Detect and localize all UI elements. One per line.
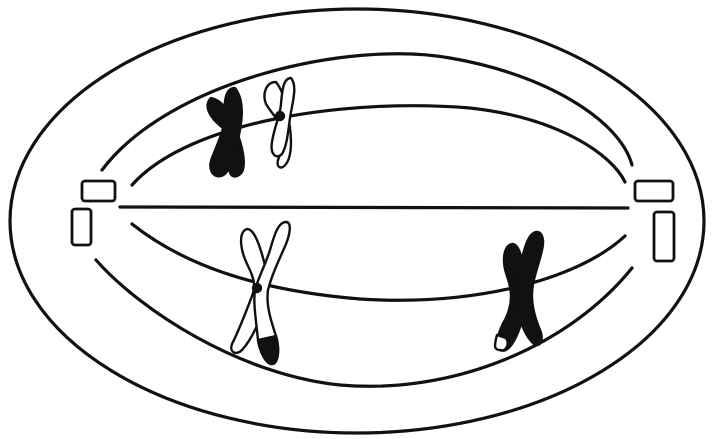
centriole-right-vertical bbox=[654, 212, 674, 261]
centrioles-left bbox=[72, 181, 115, 245]
spindle-fiber-outer-bottom bbox=[96, 260, 632, 386]
cell-membrane bbox=[10, 9, 704, 433]
chromosome-dark-top bbox=[208, 88, 244, 176]
centromere bbox=[276, 112, 284, 120]
centromere bbox=[253, 284, 261, 292]
centriole-left-horizontal bbox=[82, 181, 115, 201]
spindle-fiber-center bbox=[120, 207, 628, 208]
spindle-fiber-inner-bottom bbox=[132, 224, 625, 300]
chromosome-light-top bbox=[264, 78, 294, 167]
centrioles-right bbox=[635, 181, 674, 261]
chromatid-dark-tip bbox=[258, 336, 278, 364]
chromosome-light-bottom bbox=[231, 222, 290, 364]
spindle-fiber-inner-top bbox=[132, 106, 625, 185]
centriole-right-horizontal bbox=[635, 181, 673, 201]
spindle-fiber-outer-top bbox=[102, 54, 632, 170]
chromatid-light-tip bbox=[495, 335, 508, 350]
centriole-left-vertical bbox=[72, 209, 91, 245]
spindle-fibers bbox=[96, 54, 632, 386]
